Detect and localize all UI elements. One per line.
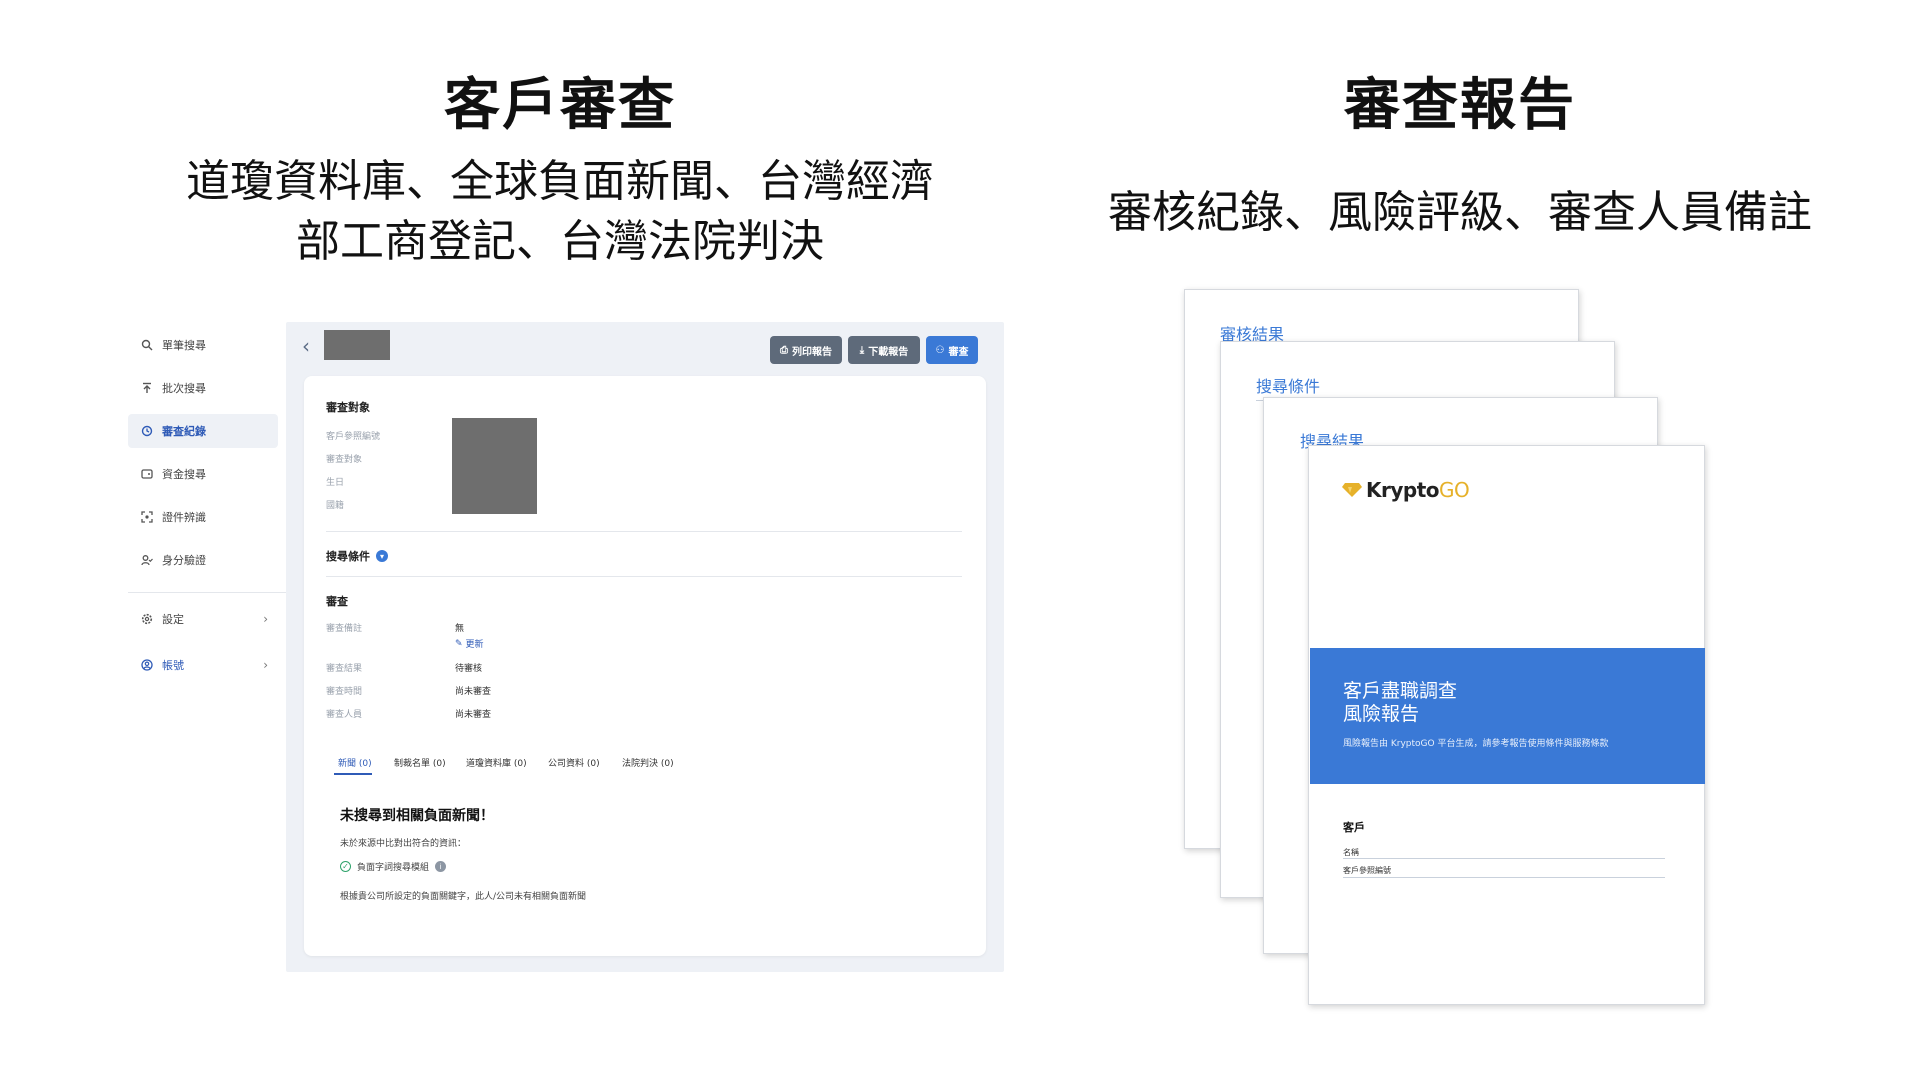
client-ref-line <box>1343 877 1665 878</box>
download-report-label: 下載報告 <box>868 346 909 358</box>
right-subheading: 審核紀錄、風險評級、審查人員備註 <box>1108 187 1812 238</box>
history-icon <box>140 424 154 438</box>
left-heading: 客戶審查 <box>444 73 676 138</box>
upload-icon <box>140 381 154 395</box>
sidebar-item-batch-search[interactable]: 批次搜尋 <box>128 371 278 405</box>
client-heading: 客戶 <box>1343 821 1365 834</box>
cover-title-line2: 風險報告 <box>1343 703 1420 725</box>
gear-icon <box>140 612 154 626</box>
logo-main-text: Krypto <box>1366 478 1440 502</box>
sidebar-item-label: 批次搜尋 <box>162 382 206 395</box>
print-report-button[interactable]: ⎙ 列印報告 <box>770 336 842 364</box>
diamond-logo-icon <box>1342 483 1362 497</box>
sidebar-item-account[interactable]: 帳號 › <box>128 648 278 682</box>
left-subheading-line2: 部工商登記、台灣法院判決 <box>296 216 824 267</box>
subject-ref-label: 客戶參照編號 <box>326 432 381 442</box>
check-icon: ✓ <box>340 861 351 872</box>
review-result-label: 審查結果 <box>326 664 363 674</box>
update-note-label: 更新 <box>465 640 484 650</box>
client-name-label: 名稱 <box>1343 848 1359 857</box>
active-tab-indicator <box>334 773 372 775</box>
account-icon <box>140 658 154 672</box>
sidebar-item-label: 證件辨識 <box>162 511 206 524</box>
report-page1-title: 審核結果 <box>1220 325 1285 344</box>
review-button[interactable]: ⚇ 審查 <box>926 336 978 364</box>
negative-keyword-module-row: ✓ 負面字詞搜尋模組 i <box>340 860 447 873</box>
sidebar-item-single-search[interactable]: 單筆搜尋 <box>128 328 278 362</box>
client-ref-label: 客戶參照編號 <box>1343 866 1391 875</box>
info-icon[interactable]: i <box>435 861 447 872</box>
sidebar-item-review-records[interactable]: 審查紀錄 <box>128 414 278 448</box>
tab-court-judgments[interactable]: 法院判決 (0) <box>622 759 674 769</box>
sidebar-item-label: 帳號 <box>162 659 184 672</box>
chevron-right-icon: › <box>263 612 268 626</box>
update-note-link[interactable]: ✎ 更新 <box>455 637 484 651</box>
download-report-button[interactable]: ⤓ 下載報告 <box>848 336 920 364</box>
kryptogo-logo: KryptoGO <box>1342 478 1470 502</box>
divider <box>326 576 962 577</box>
subject-birthday-label: 生日 <box>326 478 345 488</box>
chevron-down-icon: ▾ <box>376 550 388 562</box>
right-heading: 審查報告 <box>1344 73 1576 138</box>
negative-keyword-module-label: 負面字詞搜尋模組 <box>357 863 430 873</box>
tab-news[interactable]: 新聞 (0) <box>338 759 372 769</box>
review-detail-card <box>304 376 986 956</box>
search-icon <box>140 338 154 352</box>
scan-icon <box>140 510 154 524</box>
print-report-label: 列印報告 <box>792 346 832 358</box>
divider <box>326 531 962 532</box>
search-conditions-toggle[interactable]: 搜尋條件 ▾ <box>326 548 388 564</box>
logo-accent-text: GO <box>1439 478 1470 502</box>
review-section-title: 審查 <box>326 595 348 608</box>
no-results-description: 未於來源中比對出符合的資訊： <box>340 839 467 849</box>
client-name-line <box>1343 858 1665 859</box>
subject-name-label: 審查對象 <box>326 455 363 465</box>
redacted-subject-name <box>324 330 390 360</box>
sidebar-item-label: 身分驗證 <box>162 554 206 567</box>
search-conditions-title: 搜尋條件 <box>326 550 370 563</box>
printer-icon: ⎙ <box>780 344 788 356</box>
review-note-value: 無 <box>455 624 465 634</box>
reviewer-value: 尚未審查 <box>455 710 492 720</box>
download-icon: ⤓ <box>859 344 865 356</box>
tab-sanctions[interactable]: 制裁名單 (0) <box>394 759 446 769</box>
no-results-title: 未搜尋到相關負面新聞！ <box>340 808 494 824</box>
subject-section-title: 審查對象 <box>326 401 370 414</box>
pencil-icon: ✎ <box>455 638 463 649</box>
reviewer-label: 審查人員 <box>326 710 363 720</box>
review-user-icon: ⚇ <box>935 344 945 356</box>
tab-company-data[interactable]: 公司資料 (0) <box>548 759 600 769</box>
review-label: 審查 <box>948 346 969 358</box>
review-time-value: 尚未審查 <box>455 687 492 697</box>
subject-nationality-label: 國籍 <box>326 501 345 511</box>
sidebar-item-label: 資金搜尋 <box>162 468 206 481</box>
review-note-label: 審查備註 <box>326 624 363 634</box>
back-chevron-icon[interactable]: ‹ <box>302 334 310 358</box>
wallet-icon <box>140 467 154 481</box>
no-negative-news-note: 根據貴公司所設定的負面關鍵字，此人/公司未有相關負面新聞 <box>340 892 587 902</box>
cover-subtitle: 風險報告由 KryptoGO 平台生成，請參考報告使用條件與服務條款 <box>1343 739 1609 749</box>
user-verify-icon <box>140 553 154 567</box>
report-page2-title: 搜尋條件 <box>1256 377 1321 396</box>
cover-title-line1: 客戶盡職調查 <box>1343 680 1458 702</box>
sidebar: 單筆搜尋 批次搜尋 審查紀錄 資金搜尋 證件辨識 身分驗證 設定 <box>120 322 286 1022</box>
sidebar-item-document-recognition[interactable]: 證件辨識 <box>128 500 278 534</box>
sidebar-item-settings[interactable]: 設定 › <box>128 602 278 636</box>
sidebar-item-label: 審查紀錄 <box>162 425 206 438</box>
sidebar-item-identity-verification[interactable]: 身分驗證 <box>128 543 278 577</box>
redacted-subject-photo <box>452 418 537 514</box>
logo-wordmark: KryptoGO <box>1366 478 1470 502</box>
cover-title-band <box>1310 648 1705 784</box>
left-subheading-line1: 道瓊資料庫、全球負面新聞、台灣經濟 <box>186 156 934 207</box>
review-time-label: 審查時間 <box>326 687 363 697</box>
tab-dow-jones[interactable]: 道瓊資料庫 (0) <box>466 759 527 769</box>
sidebar-item-label: 設定 <box>162 613 184 626</box>
sidebar-item-label: 單筆搜尋 <box>162 339 206 352</box>
chevron-right-icon: › <box>263 658 268 672</box>
sidebar-divider <box>128 592 286 593</box>
sidebar-item-fund-search[interactable]: 資金搜尋 <box>128 457 278 491</box>
review-result-value: 待審核 <box>455 664 483 674</box>
